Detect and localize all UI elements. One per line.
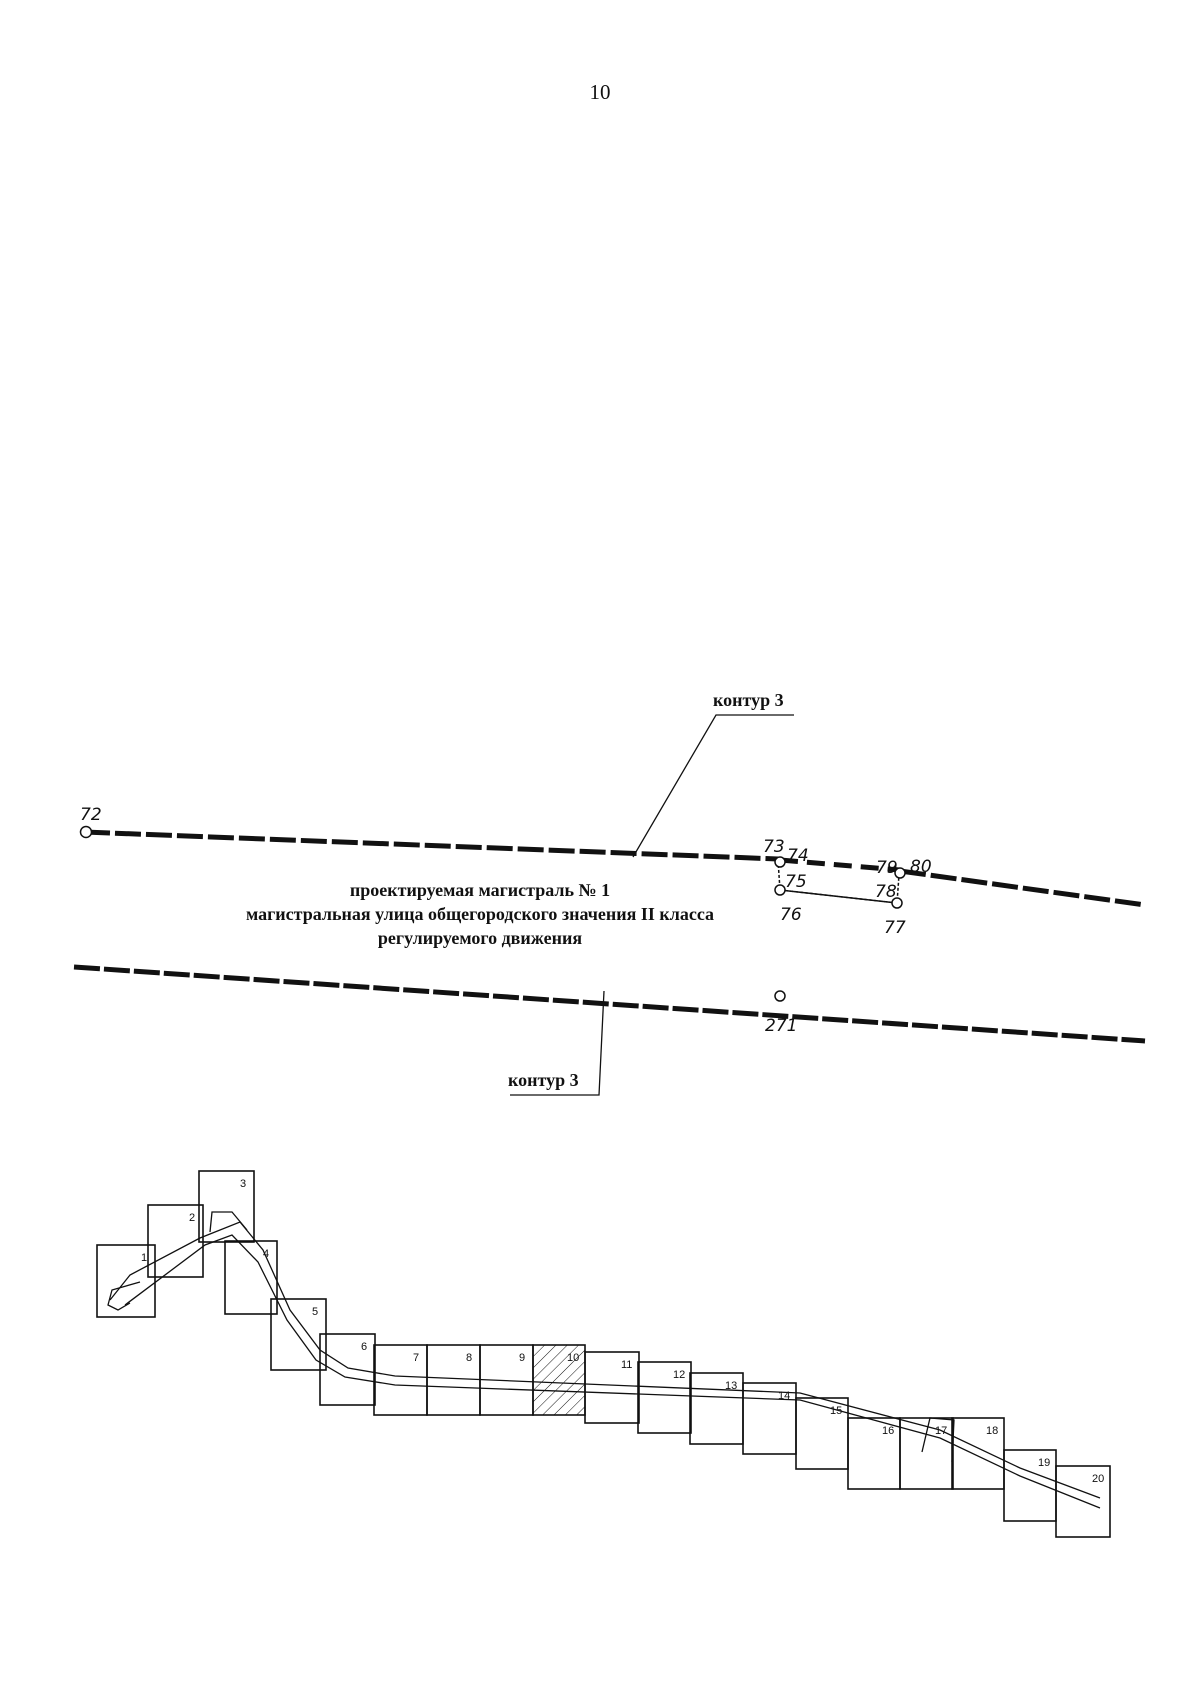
point-80 xyxy=(894,867,906,879)
road-spur-sheet-17 xyxy=(921,1417,955,1463)
inset-bottom-edge xyxy=(779,889,898,904)
street-title: проектируемая магистраль № 1 xyxy=(349,880,611,900)
leader-line-top xyxy=(632,714,794,858)
contour-label-bottom: контур 3 xyxy=(508,1070,579,1090)
sheet-label-1: 1 xyxy=(141,1252,147,1264)
inset-outline xyxy=(777,859,900,904)
top-boundary-line-end xyxy=(899,868,1146,908)
road-spur-sheet-3 xyxy=(209,1211,248,1233)
point-72 xyxy=(79,825,93,839)
point-73 xyxy=(774,856,786,868)
point-label-72: 72 xyxy=(80,805,102,825)
sheet-3 xyxy=(198,1170,255,1243)
sheet-label-3: 3 xyxy=(240,1178,246,1190)
point-label-80: 80 xyxy=(910,857,932,877)
sheet-4 xyxy=(224,1240,278,1315)
road-corridor xyxy=(109,1221,1101,1499)
sheet-label-19: 19 xyxy=(1038,1457,1050,1469)
leader-line-bottom xyxy=(510,990,605,1096)
street-traffic-type: регулируемого движения xyxy=(377,928,583,948)
point-label-79: 79 xyxy=(876,858,898,878)
sheet-label-5: 5 xyxy=(312,1306,318,1318)
sheet-label-4: 4 xyxy=(263,1248,269,1260)
sheet-label-13: 13 xyxy=(725,1380,737,1392)
street-classification: магистральная улица общегородского значе… xyxy=(245,904,715,924)
sheet-label-6: 6 xyxy=(361,1341,367,1353)
sheet-label-7: 7 xyxy=(413,1352,419,1364)
point-label-76: 76 xyxy=(780,905,802,925)
sheet-label-8: 8 xyxy=(466,1352,472,1364)
point-label-75: 75 xyxy=(785,872,807,892)
point-label-74: 74 xyxy=(787,846,809,866)
top-boundary-line xyxy=(83,829,779,862)
sheet-12 xyxy=(637,1361,692,1434)
point-77 xyxy=(891,897,903,909)
page-number: 10 xyxy=(589,80,611,104)
sheet-1 xyxy=(96,1244,156,1318)
contour-label-top: контур 3 xyxy=(713,690,784,710)
sheet-10 xyxy=(532,1344,586,1416)
sheet-label-9: 9 xyxy=(519,1352,525,1364)
sheet-label-16: 16 xyxy=(882,1425,894,1437)
sheet-11 xyxy=(584,1351,640,1424)
road-spur-sheet-1 xyxy=(107,1281,141,1311)
sheet-label-20: 20 xyxy=(1092,1473,1104,1485)
point-label-77: 77 xyxy=(884,918,906,938)
bottom-boundary-line xyxy=(73,964,1146,1044)
point-76 xyxy=(774,884,786,896)
point-271 xyxy=(774,990,786,1002)
sheet-label-15: 15 xyxy=(830,1405,842,1417)
sheet-20 xyxy=(1055,1465,1111,1538)
sheet-6 xyxy=(319,1333,376,1406)
sheet-2 xyxy=(147,1204,204,1278)
sheet-label-2: 2 xyxy=(189,1212,195,1224)
sheet-label-12: 12 xyxy=(673,1369,685,1381)
sheet-label-11: 11 xyxy=(621,1359,632,1371)
top-boundary-line-east xyxy=(779,857,901,873)
point-label-78: 78 xyxy=(875,882,897,902)
point-label-271: 271 xyxy=(765,1016,797,1036)
point-label-73: 73 xyxy=(763,837,785,857)
sheet-label-18: 18 xyxy=(986,1425,998,1437)
sheet-label-10: 10 xyxy=(567,1352,579,1364)
